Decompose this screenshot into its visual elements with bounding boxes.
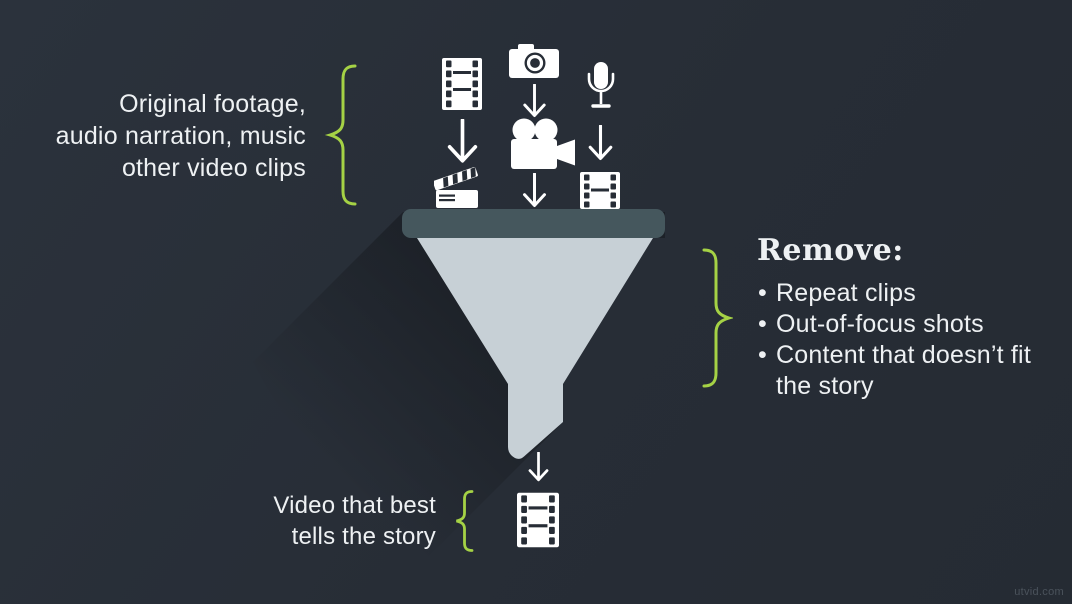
watermark: utvid.com xyxy=(1014,586,1064,598)
input-label-line: other video clips xyxy=(121,154,306,182)
right-curly-brace-icon xyxy=(701,248,733,388)
photo-camera-icon xyxy=(509,44,559,78)
list-item: • Repeat clips xyxy=(757,278,1037,309)
input-label-line: Original footage, xyxy=(119,90,306,118)
film-strip-icon xyxy=(580,172,620,209)
input-sources-label: Original footage, audio narration, music… xyxy=(30,88,306,184)
list-item: • Content that doesn’t fit the story xyxy=(757,340,1037,402)
video-camera-icon xyxy=(511,117,577,169)
list-item: • Out-of-focus shots xyxy=(757,309,1037,340)
funnel-rim xyxy=(402,209,665,238)
bullet-icon: • xyxy=(758,341,767,369)
remove-section: Remove: • Repeat clips • Out-of-focus sh… xyxy=(757,234,1037,402)
down-arrow-icon xyxy=(587,125,614,161)
output-label-line: tells the story xyxy=(291,523,436,550)
clapperboard-icon xyxy=(434,166,484,210)
down-arrow-icon xyxy=(521,84,548,118)
output-label: Video that best tells the story xyxy=(230,490,436,552)
film-strip-icon xyxy=(517,492,559,548)
down-arrow-icon xyxy=(521,173,548,208)
list-item-text: Repeat clips xyxy=(776,279,916,307)
output-label-line: Video that best xyxy=(273,492,436,519)
list-item-text: Content that doesn’t fit the story xyxy=(776,341,1031,400)
remove-heading: Remove: xyxy=(757,233,904,268)
input-label-line: audio narration, music xyxy=(55,122,306,150)
microphone-icon xyxy=(586,62,616,112)
bullet-icon: • xyxy=(758,279,767,307)
bullet-icon: • xyxy=(758,310,767,338)
down-arrow-icon xyxy=(527,452,550,482)
left-curly-brace-icon xyxy=(322,64,358,206)
funnel-cone xyxy=(417,238,653,459)
down-arrow-icon xyxy=(446,119,479,164)
remove-list: • Repeat clips • Out-of-focus shots • Co… xyxy=(757,278,1037,402)
list-item-text: Out-of-focus shots xyxy=(776,310,984,338)
film-strip-icon xyxy=(442,58,482,110)
left-curly-brace-icon xyxy=(452,490,474,552)
